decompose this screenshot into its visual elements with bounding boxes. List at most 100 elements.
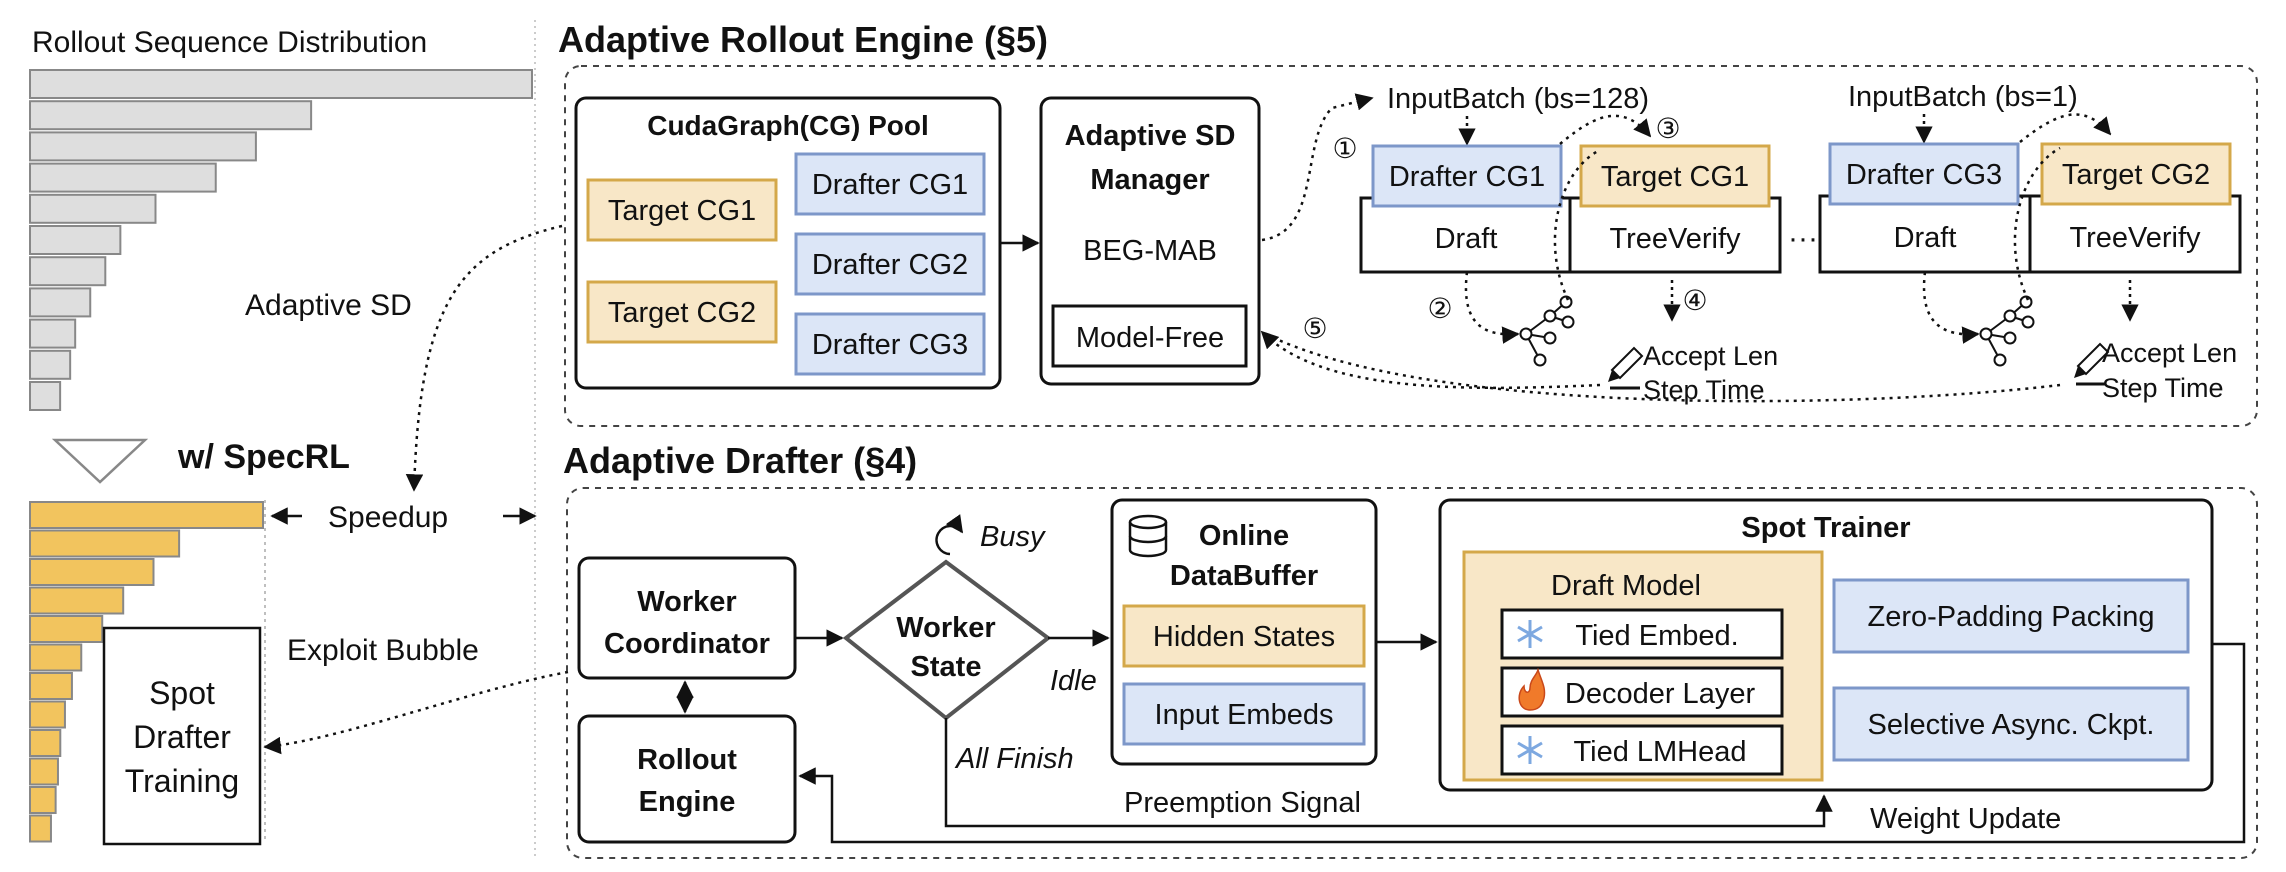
step3-arrow-1 [1559, 114, 1652, 145]
worker-coordinator-line-2: Coordinator [604, 628, 770, 660]
target-cg1-label: Target CG1 [608, 195, 756, 227]
drafter-cg1-pipeline-label: Drafter CG1 [1389, 161, 1545, 193]
worker-state-line-2: State [911, 651, 982, 683]
zero-padding-box [1832, 578, 2190, 654]
specrl-bar-10 [29, 757, 59, 786]
selective-ckpt-label: Selective Async. Ckpt. [1868, 709, 2155, 741]
preemption-signal-label: Preemption Signal [1124, 787, 1361, 819]
idle-label: Idle [1050, 665, 1097, 697]
preemption-signal-arrow [944, 718, 1833, 828]
tied-embed-label: Tied Embed. [1575, 620, 1738, 652]
specrl-bar-4 [29, 586, 125, 615]
token-tree-1-icon [1519, 295, 1575, 367]
step-1-marker: ① [1332, 133, 1357, 164]
step-4-marker: ④ [1682, 285, 1707, 316]
down-arrow-icon [51, 438, 149, 484]
step-time-2-label: Step Time [2102, 373, 2224, 403]
hidden-states-label: Hidden States [1153, 621, 1335, 653]
spot-box-line-2: Drafter [133, 719, 231, 755]
distribution-title: Rollout Sequence Distribution [32, 26, 427, 59]
distribution-bar-7 [29, 256, 107, 287]
tree2-to-target-link [2013, 146, 2061, 301]
worker-state-line-1: Worker [896, 612, 995, 644]
snowflake-icon-1 [1517, 620, 1543, 648]
distribution-bar-1 [29, 69, 533, 99]
step3-arrow-2 [2019, 113, 2112, 143]
draft-2-label: Draft [1894, 222, 1957, 254]
adaptive-sd-label: Adaptive SD [245, 289, 412, 322]
accept-len-2-label: Accept Len [2102, 338, 2237, 368]
spot-trainer-title: Spot Trainer [1741, 512, 1910, 544]
database-icon [1128, 514, 1168, 558]
drafter-cg3-pipeline-box [1828, 142, 2020, 206]
drafter-cg1-pipeline-box [1371, 144, 1563, 208]
cg-pool-title: CudaGraph(CG) Pool [647, 110, 929, 141]
zero-padding-label: Zero-Padding Packing [1868, 601, 2155, 633]
specrl-bar-6 [29, 643, 83, 672]
busy-label: Busy [980, 521, 1046, 553]
weight-update-arrow [798, 642, 2246, 844]
decoder-layer-box [1500, 666, 1784, 718]
databuffer-title-line-2: DataBuffer [1170, 560, 1318, 592]
specrl-bar-3 [29, 558, 155, 586]
distribution-bar-3 [29, 131, 257, 162]
draft-model-label: Draft Model [1551, 570, 1701, 602]
speedup-label: Speedup [328, 501, 448, 534]
databuffer-title-line-1: Online [1199, 520, 1289, 552]
specrl-bar-8 [29, 700, 66, 729]
drafter-cg2-label: Drafter CG2 [812, 249, 968, 281]
pipeline-ellipsis: ··· [1788, 222, 1818, 255]
step2-arrow-2 [1922, 271, 1980, 344]
snowflake-icon-2 [1517, 736, 1543, 764]
worker-coordinator-box [577, 556, 797, 680]
fire-icon [1518, 667, 1546, 711]
step-3-marker: ③ [1655, 113, 1680, 144]
drafter-cg3-label: Drafter CG3 [812, 329, 968, 361]
specrl-bar-12 [29, 814, 52, 843]
specrl-bar-5 [29, 615, 104, 643]
rollout-engine-box [577, 714, 797, 844]
manager-title-line-2: Manager [1090, 164, 1209, 196]
step-2-marker: ② [1427, 293, 1452, 324]
target-cg2-pipeline-label: Target CG2 [2062, 159, 2210, 191]
drafter-cg1-box [794, 152, 986, 216]
tied-lmhead-label: Tied LMHead [1573, 736, 1746, 768]
draft-1-label: Draft [1435, 223, 1498, 255]
input-embeds-box [1122, 682, 1366, 746]
distribution-bar-4 [29, 162, 217, 193]
tied-lmhead-box [1500, 724, 1784, 776]
weight-update-label: Weight Update [1870, 803, 2061, 835]
manager-to-batch-arrow [1261, 93, 1374, 242]
rollout-engine-title: Adaptive Rollout Engine (§5) [558, 19, 1048, 60]
drafter-cg3-box [794, 312, 986, 376]
target-cg2-box [586, 280, 778, 344]
treeverify-2-box [2028, 194, 2242, 274]
accept-len-1-label: Accept Len [1643, 341, 1778, 371]
specrl-bar-1 [29, 501, 264, 529]
rollout-engine-line-2: Engine [639, 786, 736, 818]
spot-drafter-training-box [102, 626, 262, 846]
specrl-bar-2 [29, 529, 181, 558]
all-finish-label: All Finish [954, 743, 1074, 775]
rollout-engine-frame [564, 65, 2258, 427]
manager-title-line-1: Adaptive SD [1065, 120, 1236, 152]
treeverify-2-label: TreeVerify [2069, 222, 2201, 254]
target-cg1-box [586, 178, 778, 242]
step2-arrow-1 [1464, 271, 1520, 344]
treeverify-1-box [1568, 196, 1782, 274]
hidden-states-box [1122, 604, 1366, 668]
token-tree-2-icon [1979, 295, 2035, 367]
input-embeds-label: Input Embeds [1155, 699, 1334, 731]
drafter-cg1-label: Drafter CG1 [812, 169, 968, 201]
specrl-bar-9 [29, 729, 62, 757]
specrl-bar-7 [29, 672, 73, 700]
busy-loop-icon [935, 514, 964, 556]
specrl-distribution-bars [29, 501, 264, 843]
spot-box-line-3: Training [125, 763, 239, 799]
treeverify-1-label: TreeVerify [1609, 223, 1741, 255]
exploit-bubble-label: Exploit Bubble [287, 634, 479, 667]
spot-box-line-1: Spot [149, 675, 215, 711]
input-batch-1-label: InputBatch (bs=128) [1387, 83, 1649, 115]
beg-mab-label: BEG-MAB [1083, 235, 1217, 267]
